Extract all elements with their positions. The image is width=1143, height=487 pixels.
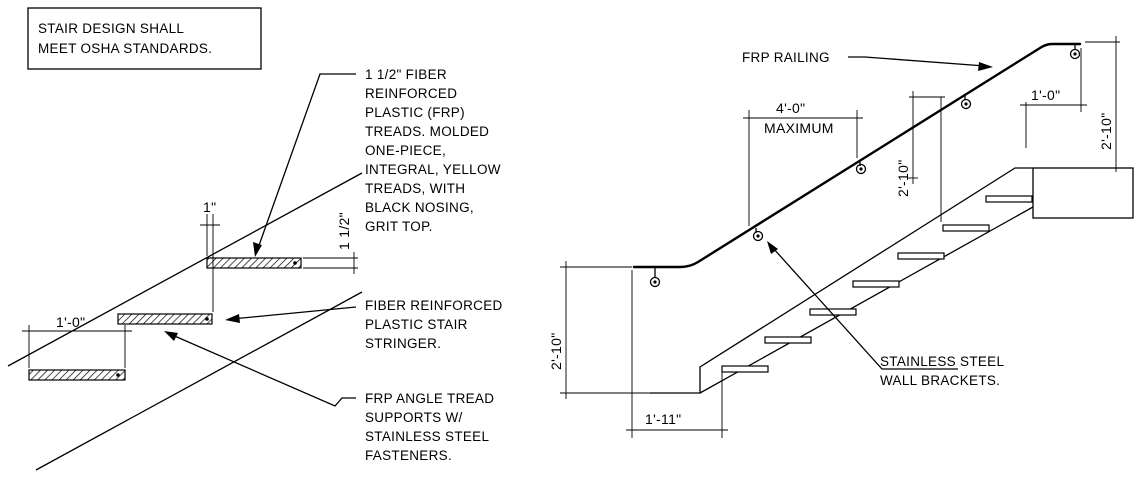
osha-note-frame <box>27 7 262 70</box>
stringer-callout: FIBER REINFORCED PLASTIC STAIR STRINGER. <box>365 298 503 351</box>
supports-callout-line: FASTENERS. <box>365 448 452 463</box>
tread-arrow-icon <box>253 242 262 257</box>
thickness-dim-label: 1 1/2" <box>336 212 352 250</box>
stair-step <box>721 365 769 373</box>
tread-callout-line: BLACK NOSING, <box>365 200 474 215</box>
bottom-extension-label: 1'-11" <box>645 411 681 427</box>
tread-callout: 1 1/2" FIBER REINFORCED PLASTIC (FRP) TR… <box>365 67 501 234</box>
railing-leader <box>848 56 986 67</box>
stringer-top-line <box>7 172 363 367</box>
tread-detail: 1" 1 1/2" 1'-0" 1 1/2" FIBER REINFORCED … <box>7 67 503 471</box>
bracket-spacing-label: 4'-0" <box>776 100 805 116</box>
stair-step <box>942 224 990 232</box>
tread-callout-line: INTEGRAL, YELLOW <box>365 162 501 177</box>
wall-bracket-icon <box>752 228 764 242</box>
supports-callout-line: STAINLESS STEEL <box>365 429 489 444</box>
tread-callout-line: TREADS. MOLDED <box>365 124 489 139</box>
supports-callout: FRP ANGLE TREAD SUPPORTS W/ STAINLESS ST… <box>365 391 494 463</box>
bracket-spacing-note: MAXIMUM <box>764 120 834 136</box>
brackets-leader <box>772 247 958 370</box>
supports-leader <box>169 333 356 407</box>
stair-elevation: FRP RAILING 4'-0" MAXIMUM 2'-10" 1'-0" 2… <box>548 36 1134 438</box>
brackets-callout-line: WALL BRACKETS. <box>880 373 1000 388</box>
osha-note-line-2: MEET OSHA STANDARDS. <box>38 41 212 56</box>
supports-callout-line: SUPPORTS W/ <box>365 410 463 425</box>
tread-leader <box>256 73 356 252</box>
top-extension-label: 1'-0" <box>1031 87 1060 103</box>
tread-middle <box>117 313 213 325</box>
stringer-lower-edge <box>699 206 1034 394</box>
supports-callout-line: FRP ANGLE TREAD <box>365 391 494 406</box>
mid-height-label: 2'-10" <box>895 160 911 197</box>
wall-bracket-icon <box>960 96 972 110</box>
landing <box>1032 167 1134 219</box>
stringer-leader <box>231 306 357 320</box>
brackets-callout-line: STAINLESS STEEL <box>880 354 1004 369</box>
supports-arrow-icon <box>164 331 178 341</box>
stringer-bottom-line <box>35 291 363 471</box>
wall-bracket-icon <box>855 162 867 175</box>
wall-bracket-icon <box>649 268 661 288</box>
tread-callout-line: PLASTIC (FRP) <box>365 105 465 120</box>
top-height-label: 2'-10" <box>1098 113 1114 150</box>
brackets-arrow-icon <box>767 241 778 254</box>
stair-step <box>985 195 1033 203</box>
railing-arrow-icon <box>978 62 993 71</box>
osha-note-line-1: STAIR DESIGN SHALL <box>38 21 184 36</box>
tread-callout-line: REINFORCED <box>365 86 457 101</box>
fastener-icon <box>116 373 120 377</box>
tread-bottom <box>28 369 126 381</box>
stair-step <box>764 336 812 344</box>
frp-railing <box>632 42 1082 269</box>
tread-top <box>206 257 302 269</box>
osha-note: STAIR DESIGN SHALL MEET OSHA STANDARDS. <box>27 7 262 70</box>
tread-callout-line: 1 1/2" FIBER <box>365 67 447 82</box>
stringer-arrow-icon <box>225 314 240 323</box>
stringer-callout-line: PLASTIC STAIR <box>365 317 468 332</box>
fastener-icon <box>205 317 209 321</box>
tread-callout-line: TREADS, WITH <box>365 181 465 196</box>
fastener-icon <box>293 261 297 265</box>
brackets-callout: STAINLESS STEEL WALL BRACKETS. <box>880 354 1004 388</box>
spacing-dim-label: 1'-0" <box>56 314 85 330</box>
stringer-callout-line: STRINGER. <box>365 336 441 351</box>
wall-bracket-icon <box>1069 45 1081 60</box>
stair-step <box>852 280 900 288</box>
tread-callout-line: ONE-PIECE, <box>365 143 446 158</box>
stringer-outline <box>650 167 1033 394</box>
stringer-callout-line: FIBER REINFORCED <box>365 298 503 313</box>
stair-step <box>897 252 945 260</box>
bottom-height-label: 2'-10" <box>548 333 564 370</box>
tread-callout-line: GRIT TOP. <box>365 219 433 234</box>
railing-callout: FRP RAILING <box>742 50 830 65</box>
nosing-dim-label: 1" <box>203 199 216 215</box>
